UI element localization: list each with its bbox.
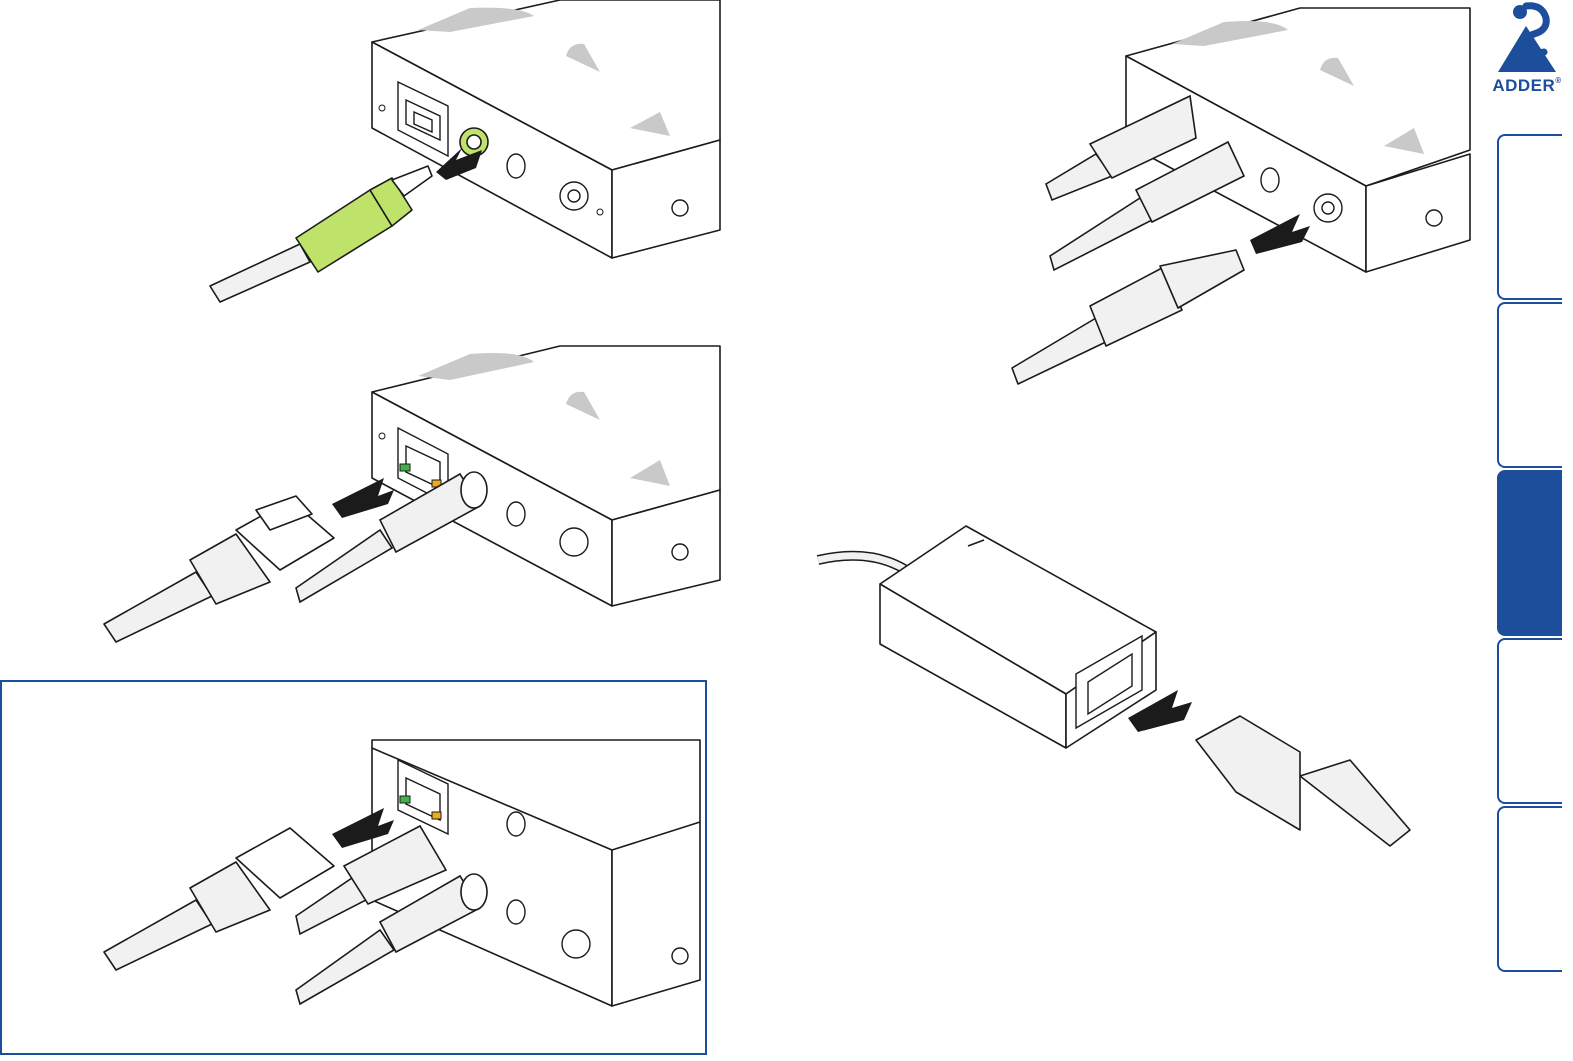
side-tab-4[interactable]: [1497, 638, 1562, 804]
brand-wordmark: ADDER®: [1484, 76, 1570, 96]
iec-plug-icon: [1196, 716, 1410, 846]
screw: [507, 154, 525, 178]
rj45-plug-icon: [104, 496, 334, 642]
side-tab-2[interactable]: [1497, 302, 1562, 468]
side-tab-5[interactable]: [1497, 806, 1562, 972]
power-adapter-body: [880, 526, 1156, 748]
side-tab-1[interactable]: [1497, 134, 1562, 300]
dc-plug-icon: [1012, 250, 1244, 384]
audio-connection-figure: [200, 0, 720, 300]
audio-plug-icon: [210, 166, 432, 302]
adder-snake-logo-icon: [1484, 0, 1570, 74]
network-connection-figure: [100, 340, 720, 650]
psu-connection-figure: [810, 520, 1420, 860]
side-tab-3[interactable]: [1497, 470, 1562, 636]
installation-illustrations: [0, 0, 1490, 1061]
adder-logo: ADDER®: [1484, 0, 1570, 96]
rj45-plug-icon: [104, 828, 334, 970]
network-detail-figure: [100, 730, 700, 1050]
power-connection-figure: [1000, 0, 1470, 400]
status-led-green: [400, 464, 410, 471]
